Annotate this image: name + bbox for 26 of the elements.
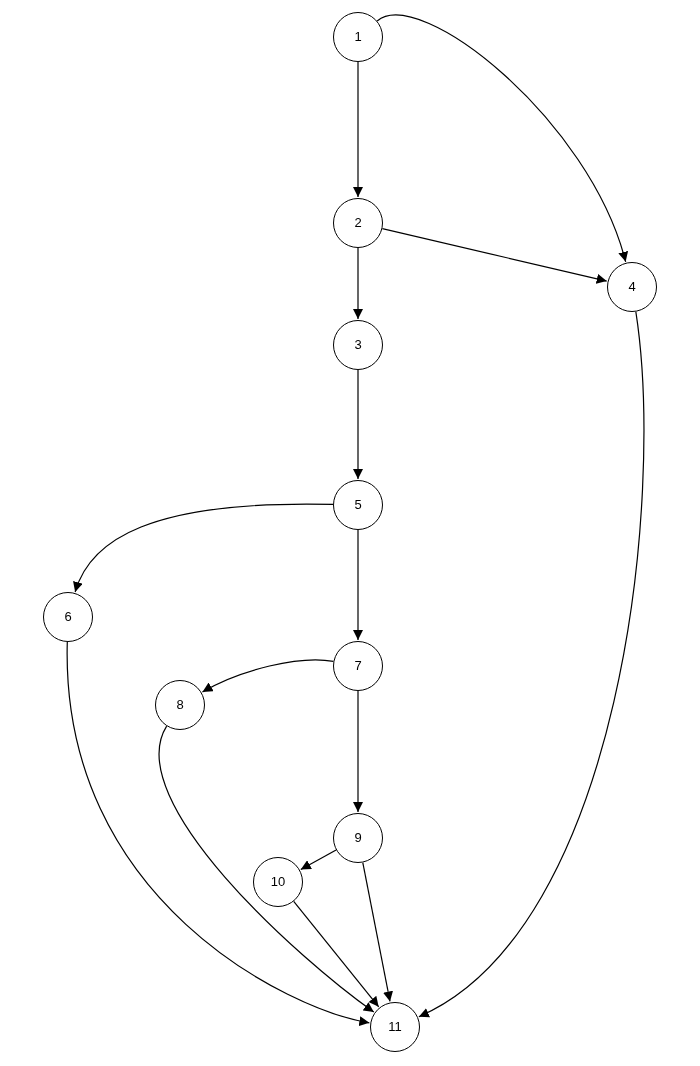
arrow <box>376 14 628 263</box>
arrow <box>353 247 363 320</box>
node-number: 6 <box>64 608 72 627</box>
arrow <box>353 61 363 198</box>
arrow <box>201 659 335 693</box>
node-number: 1 <box>354 28 362 47</box>
node-number: 5 <box>354 496 362 515</box>
arrow <box>353 369 363 480</box>
arrow <box>293 900 380 1008</box>
arrow <box>73 503 334 593</box>
node-number: 7 <box>354 657 362 676</box>
arrow <box>300 849 337 871</box>
node-number: 8 <box>176 696 184 715</box>
arrow <box>66 641 370 1026</box>
node-number: 2 <box>354 214 362 233</box>
node-number: 11 <box>388 1018 402 1037</box>
node-number: 10 <box>270 873 286 892</box>
node-number: 3 <box>354 336 362 355</box>
arrow <box>418 311 645 1018</box>
node-number: 4 <box>628 278 636 297</box>
arrow <box>158 725 375 1013</box>
arrow <box>362 861 393 1003</box>
arrow <box>353 529 363 641</box>
node-number: 9 <box>354 829 362 848</box>
arrow <box>353 690 363 813</box>
arrow <box>381 228 608 284</box>
